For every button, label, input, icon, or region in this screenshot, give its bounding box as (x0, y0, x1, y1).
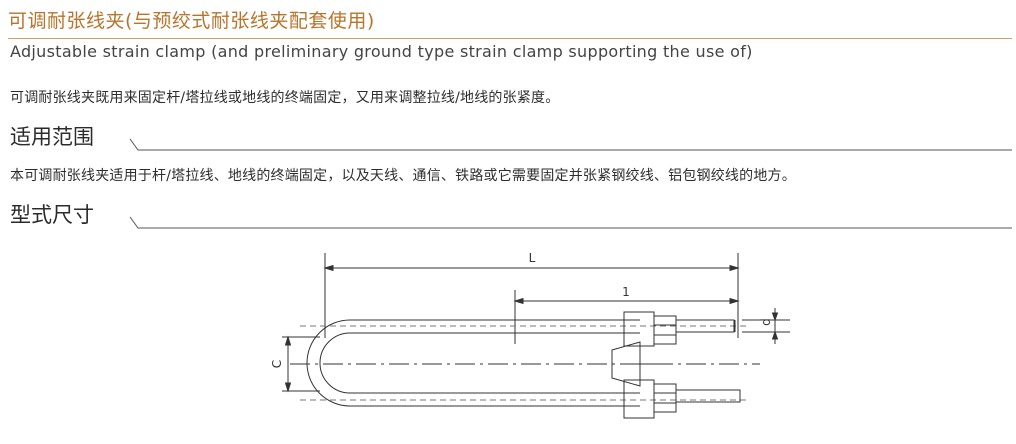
u-rod-outer (306, 319, 640, 407)
title-divider (8, 38, 1012, 39)
clamp-dimension-drawing: L 1 C d (270, 251, 790, 419)
section-heading-dimensions: 型式尺寸 (10, 203, 94, 227)
lower-nut (653, 383, 677, 413)
section-divider-dimensions (129, 216, 1012, 229)
arrow-L-left (323, 264, 334, 272)
arrow-C-top (284, 335, 292, 346)
application-paragraph: 本可调耐张线夹适用于杆/塔拉线、地线的终端固定，以及天线、通信、铁路或它需要固定… (10, 168, 796, 184)
arrow-d-bottom (771, 330, 779, 340)
label-1: 1 (622, 285, 630, 299)
arrow-C-bottom (284, 382, 292, 393)
upper-threaded-rod (675, 319, 735, 333)
arrow-L-right (729, 264, 740, 272)
label-C: C (270, 360, 284, 368)
upper-block (623, 311, 655, 347)
u-rod-inner (319, 332, 640, 394)
upper-nut (653, 315, 677, 345)
arrow-1-right (729, 297, 740, 305)
section-heading-application: 适用范围 (10, 125, 94, 149)
section-divider-application (129, 138, 1012, 151)
intro-paragraph: 可调耐张线夹既用来固定杆/塔拉线或地线的终端固定，又用来调整拉线/地线的张紧度。 (10, 90, 560, 106)
label-d: d (759, 318, 773, 326)
page-title: 可调耐张线夹(与预绞式耐张线夹配套使用) (8, 10, 375, 32)
arrow-1-left (513, 297, 524, 305)
lower-threaded-rod (675, 389, 741, 403)
arrow-d-top (771, 312, 779, 322)
label-L: L (529, 251, 536, 265)
page-subtitle-en: Adjustable strain clamp (and preliminary… (10, 42, 753, 61)
wedge-block (611, 341, 641, 387)
